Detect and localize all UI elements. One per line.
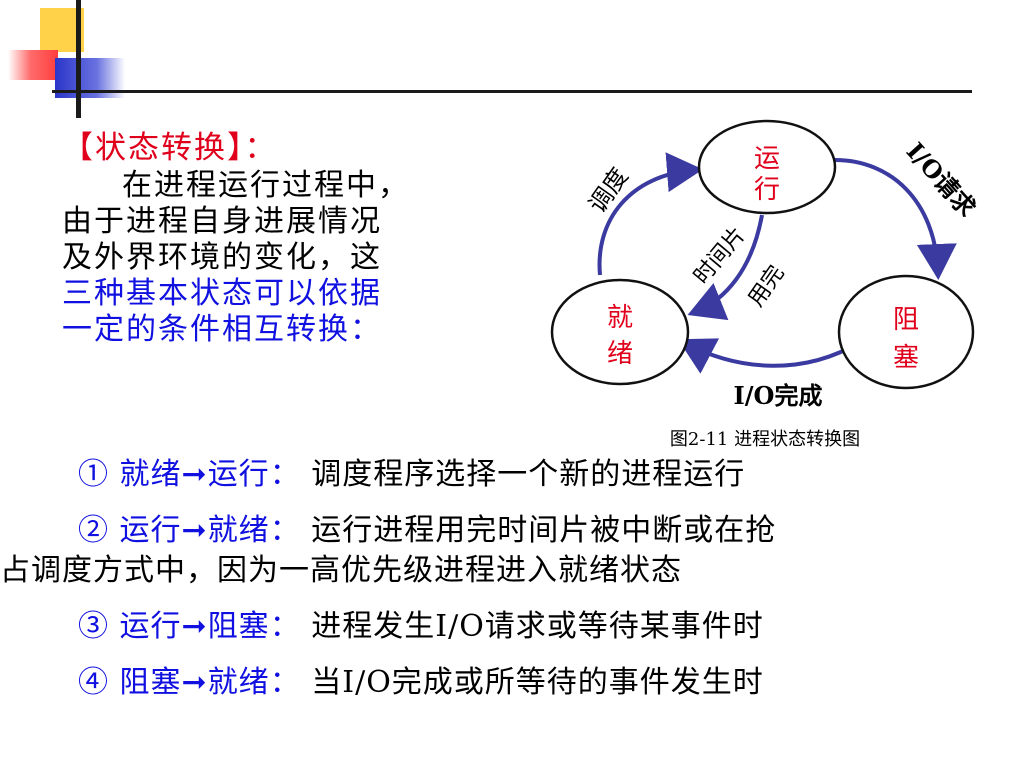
item-number: ① — [78, 457, 109, 492]
transition-list: ① 就绪➞运行： 调度程序选择一个新的进程运行 ② 运行➞就绪： 运行进程用完时… — [0, 455, 978, 719]
transition-item: ① 就绪➞运行： 调度程序选择一个新的进程运行 — [78, 455, 978, 495]
intro-block: 【状态转换】： 在进程运行过程中， 由于进程自身进展情况 及外界环境的变化，这 … — [62, 130, 492, 348]
state-ready — [550, 278, 690, 386]
item-from: 运行 — [119, 609, 182, 644]
section-heading: 【状态转换】： — [62, 130, 278, 166]
state-blocked-label-2: 塞 — [893, 343, 919, 373]
edge-label-io-request: I/O请求 — [901, 137, 982, 222]
item-to: 运行 — [207, 457, 270, 492]
item-number: ② — [78, 513, 109, 548]
item-colon: ： — [269, 457, 301, 492]
item-colon: ： — [269, 609, 301, 644]
item-from: 就绪 — [119, 457, 182, 492]
intro-line: 在进程运行过程中， — [122, 168, 410, 203]
intro-line: 及外界环境的变化，这 — [62, 240, 382, 275]
item-colon: ： — [269, 513, 301, 548]
state-ready-label-1: 就 — [607, 303, 633, 333]
right-arrow-icon: ➞ — [181, 665, 208, 700]
item-to: 阻塞 — [207, 609, 270, 644]
item-from: 运行 — [119, 513, 182, 548]
edge-timeslice — [687, 214, 764, 321]
edge-label-timeslice-1: 时间片 — [689, 223, 751, 290]
intro-line-highlight: 三种基本状态可以依据 — [62, 276, 382, 311]
edge-label-schedule: 调度 — [583, 163, 633, 218]
item-from: 阻塞 — [119, 665, 182, 700]
item-to: 就绪 — [207, 665, 270, 700]
state-running-label-2: 行 — [754, 175, 780, 205]
edge-io-request — [834, 158, 957, 280]
transition-item: ④ 阻塞➞就绪： 当I/O完成或所等待的事件发生时 — [78, 663, 978, 703]
item-desc: 调度程序选择一个新的进程运行 — [311, 457, 746, 492]
state-blocked-label-1: 阻 — [893, 305, 919, 335]
intro-line-highlight: 一定的条件相互转换： — [62, 312, 382, 347]
item-colon: ： — [269, 665, 301, 700]
edge-label-timeslice-2: 用完 — [744, 261, 790, 311]
title-divider-line — [52, 90, 972, 93]
state-running-label-1: 运 — [754, 144, 780, 174]
item-desc: 进程发生I/O请求或等待某事件时 — [311, 609, 764, 644]
right-arrow-icon: ➞ — [181, 457, 208, 492]
state-running — [697, 119, 837, 215]
intro-line: 由于进程自身进展情况 — [62, 204, 382, 239]
decor-red-bar — [8, 50, 58, 80]
right-arrow-icon: ➞ — [181, 513, 208, 548]
transition-item: ② 运行➞就绪： 运行进程用完时间片被中断或在抢 占调度方式中，因为一高优先级进… — [0, 511, 978, 591]
state-ready-label-2: 绪 — [607, 339, 633, 369]
item-to: 就绪 — [207, 513, 270, 548]
intro-paragraph: 在进程运行过程中， 由于进程自身进展情况 及外界环境的变化，这 三种基本状态可以… — [62, 168, 492, 348]
decor-vertical-line — [76, 0, 81, 118]
item-desc: 当I/O完成或所等待的事件发生时 — [311, 665, 764, 700]
state-diagram: 运 行 就 绪 阻 塞 调度 时间片 用完 I/O请求 I/O完成 — [550, 119, 982, 410]
right-arrow-icon: ➞ — [181, 609, 208, 644]
transition-item: ③ 运行➞阻塞： 进程发生I/O请求或等待某事件时 — [78, 607, 978, 647]
item-desc: 运行进程用完时间片被中断或在抢 — [311, 513, 777, 548]
state-blocked — [837, 274, 975, 390]
item-number: ④ — [78, 665, 109, 700]
edge-schedule — [597, 152, 703, 276]
item-desc-cont: 占调度方式中，因为一高优先级进程进入就绪状态 — [0, 553, 682, 588]
edge-io-done — [677, 338, 862, 374]
edge-label-io-done: I/O完成 — [734, 381, 823, 410]
diagram-caption: 图2-11 进程状态转换图 — [669, 429, 861, 450]
item-number: ③ — [78, 609, 109, 644]
